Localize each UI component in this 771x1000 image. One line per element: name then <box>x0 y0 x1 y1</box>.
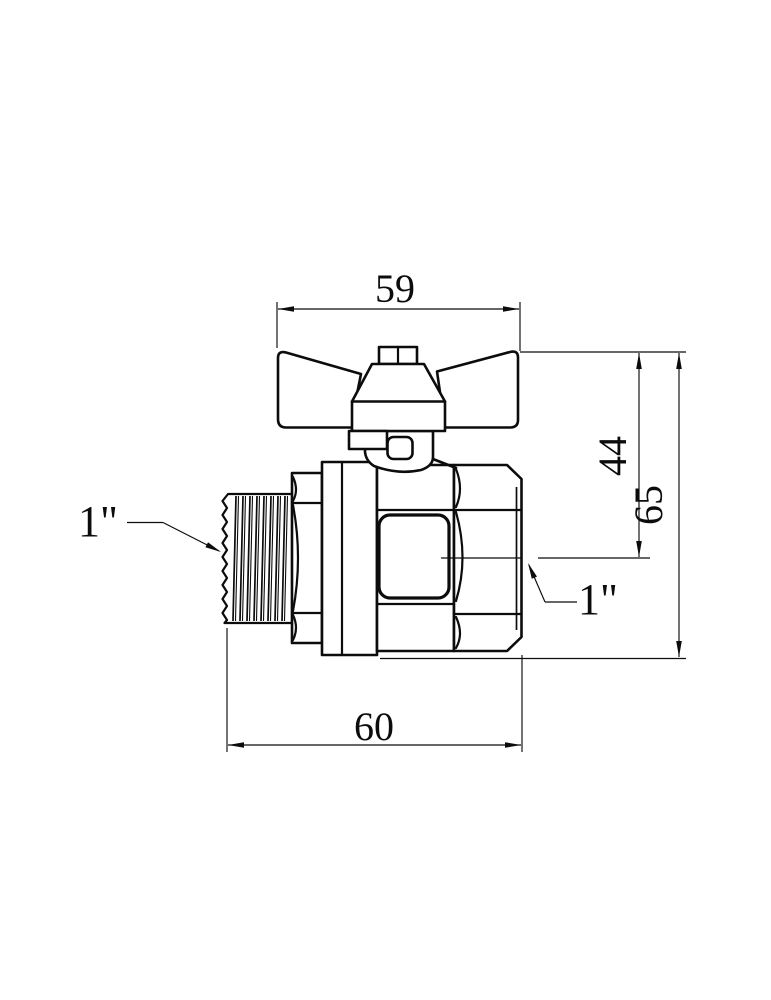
packing-gland <box>386 435 414 461</box>
arrowhead <box>278 306 294 312</box>
arrowhead <box>636 353 642 369</box>
collar-flange-outline <box>320 460 379 657</box>
arrowhead <box>205 542 221 552</box>
male-thread <box>221 492 294 625</box>
dim-59-label: 59 <box>375 266 415 311</box>
female-thread-size-label: 1" <box>578 575 618 624</box>
arrowhead <box>676 641 682 657</box>
butterfly-handle <box>276 345 520 461</box>
arrowhead <box>528 563 537 579</box>
handle-left-wing <box>276 350 363 429</box>
union-collar <box>320 460 379 657</box>
dimension-44: 44 <box>520 351 686 557</box>
arrowhead <box>676 353 682 369</box>
handle-head <box>350 362 447 433</box>
hex-nut-left <box>290 471 324 645</box>
male-thread-outline <box>221 492 294 625</box>
ball-window <box>377 513 451 600</box>
stem-step <box>347 429 389 451</box>
hex-chamfer-arc <box>291 503 300 613</box>
arrowhead <box>505 742 521 748</box>
dimension-65: 65 <box>380 353 686 660</box>
dim-65-label: 65 <box>626 485 671 525</box>
handle-right-wing <box>435 350 520 429</box>
leader-female-thread-size: 1" <box>528 563 618 624</box>
dim-44-label: 44 <box>590 436 635 476</box>
hex-chamfer-arc <box>291 613 298 642</box>
hex-chamfer-arc <box>454 467 462 509</box>
stem-skirt-line <box>431 457 458 470</box>
dimension-60: 60 <box>226 628 523 752</box>
arrowhead <box>636 541 642 557</box>
arrowhead <box>503 306 519 312</box>
hex-nut-left-outline <box>290 471 324 645</box>
thread-crest-lines <box>232 495 289 622</box>
hex-chamfer-arc <box>291 475 298 503</box>
hex-chamfer-arc <box>454 615 462 650</box>
arrowhead <box>228 742 244 748</box>
leader-male-thread-size: 1" <box>78 497 221 552</box>
male-thread-size-label: 1" <box>78 497 118 546</box>
hex-chamfer-arc <box>454 510 464 603</box>
dimension-59: 59 <box>276 266 521 351</box>
dim-60-label: 60 <box>354 704 394 749</box>
